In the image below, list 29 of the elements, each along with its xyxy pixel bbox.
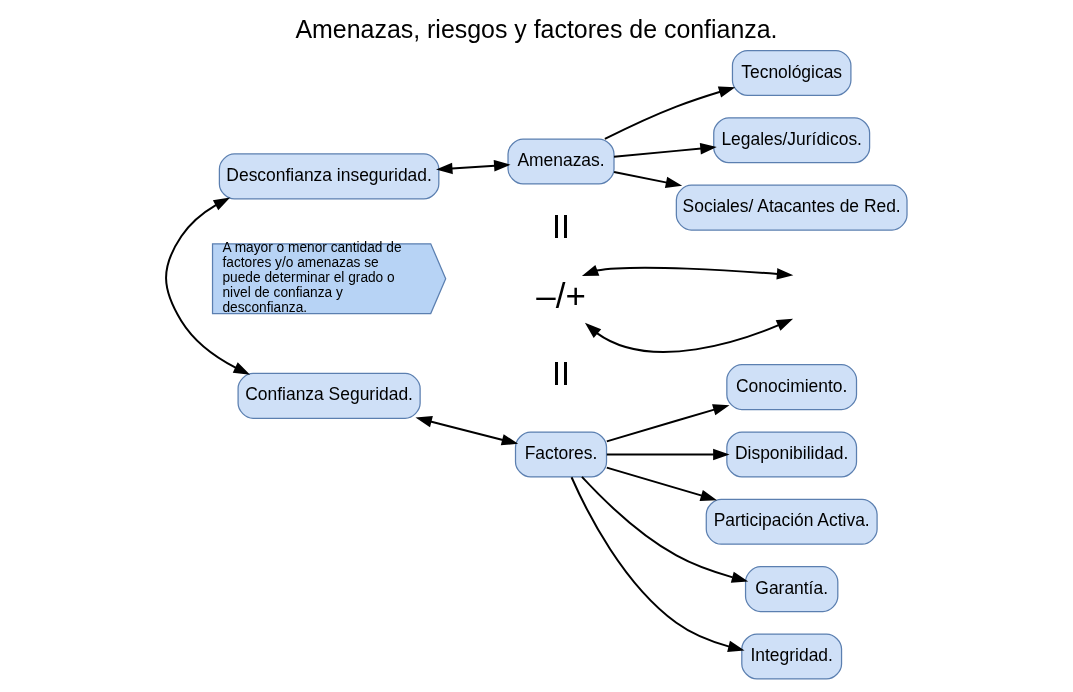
node-box: Factores. xyxy=(514,431,608,478)
node-text: –/+ xyxy=(536,276,586,316)
arrow xyxy=(570,476,745,653)
node-box: Tecnológicas xyxy=(731,49,852,96)
node-box: Participación Activa. xyxy=(705,498,878,545)
arrow xyxy=(613,142,717,158)
node-box: Conocimiento. xyxy=(726,364,858,411)
arrow xyxy=(584,318,794,353)
label: II xyxy=(552,208,571,245)
arrow xyxy=(603,86,736,140)
node-box: Sociales/ Atacantes de Red. xyxy=(675,184,908,231)
node-box: Garantía. xyxy=(744,566,839,613)
arrow xyxy=(605,448,730,461)
arrow xyxy=(165,197,251,375)
arrow xyxy=(613,170,683,189)
arrow xyxy=(415,416,519,446)
label: II xyxy=(552,356,571,393)
node-box: Legales/Jurídicos. xyxy=(713,117,871,164)
arrow xyxy=(605,466,717,501)
arrow xyxy=(581,264,794,280)
arrow xyxy=(580,475,749,583)
node-box: Disponibilidad. xyxy=(726,431,858,478)
diagram-title: Amenazas, riesgos y factores de confianza. xyxy=(295,15,778,44)
node-box: Amenazas. xyxy=(507,138,615,185)
node-box: Desconfianza inseguridad. xyxy=(218,153,440,200)
arrow xyxy=(436,160,511,175)
node-box: Integridad. xyxy=(741,633,843,680)
arrow xyxy=(605,404,730,443)
node-box: Confianza Seguridad. xyxy=(237,372,421,419)
